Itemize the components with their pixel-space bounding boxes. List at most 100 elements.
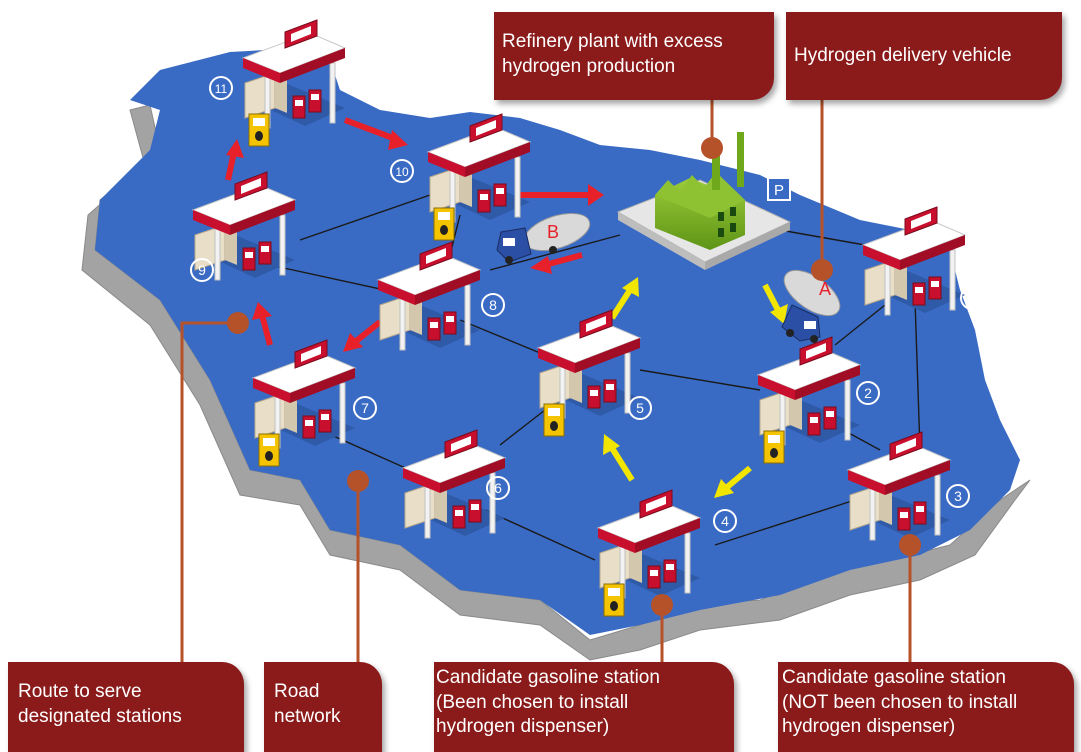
- fuel-pump: [443, 311, 457, 335]
- canopy-front: [243, 58, 280, 83]
- route-a-segment: [762, 283, 781, 312]
- badge-ring: [856, 381, 880, 405]
- map-side: [81, 104, 1031, 661]
- factory-roof: [655, 172, 745, 218]
- canopy-front: [253, 378, 290, 403]
- fuel-drop-icon: [440, 225, 448, 235]
- canopy-front: [848, 470, 885, 495]
- callout-connectors: [180, 100, 912, 662]
- canopy-side: [885, 460, 950, 495]
- fuel-drop-icon: [255, 131, 263, 141]
- station-number: 8: [489, 297, 497, 313]
- pump-screen: [430, 322, 438, 328]
- station-1: [861, 206, 967, 316]
- fuel-pump: [427, 317, 441, 341]
- canopy-side: [230, 200, 295, 235]
- station-sign-panel: [426, 248, 446, 264]
- callout-line: Candidate gasoline station: [782, 667, 1006, 688]
- canopy-side: [440, 458, 505, 493]
- callout-line: Hydrogen delivery vehicle: [794, 45, 1012, 66]
- station-shop-side: [570, 363, 582, 403]
- callout-line: (NOT been chosen to install: [782, 691, 1018, 713]
- pump-screen: [311, 94, 319, 100]
- road: [914, 299, 921, 451]
- wheel: [549, 246, 557, 254]
- pump-screen: [446, 316, 454, 322]
- truck-window: [804, 321, 816, 329]
- dispenser-screen: [768, 435, 780, 443]
- canopy-side: [280, 48, 345, 83]
- station-4: [596, 489, 702, 617]
- plant-base-side: [618, 212, 705, 270]
- canopy-pillar: [464, 284, 471, 346]
- canopy-pillar: [844, 379, 851, 441]
- canopy-front: [428, 152, 465, 177]
- route-a-segment: [724, 465, 752, 491]
- factory-window: [718, 212, 724, 221]
- dispenser-screen: [608, 588, 620, 596]
- pump-screen: [810, 417, 818, 423]
- station-number-badge: 6: [486, 476, 510, 500]
- connector-dot: [651, 594, 673, 616]
- pump-screen: [650, 570, 658, 576]
- factory-window: [730, 223, 736, 232]
- route-b-arrowhead: [226, 139, 244, 158]
- canopy-front: [378, 280, 415, 305]
- station-9: [191, 171, 297, 281]
- station-sign-panel: [646, 496, 666, 512]
- fuel-pump: [647, 565, 661, 589]
- route-a-segment: [609, 288, 633, 320]
- station-shop-side: [275, 73, 287, 113]
- route-a: [603, 277, 788, 498]
- station-number: 7: [361, 400, 369, 416]
- fuel-pump: [452, 505, 466, 529]
- pump-screen: [471, 504, 479, 510]
- canopy-side: [415, 270, 480, 305]
- callout-line: Candidate gasoline station: [436, 667, 660, 688]
- callout-not-chosen-station: Candidate gasoline station (NOT been cho…: [778, 662, 1074, 752]
- station-shop-side: [880, 485, 892, 525]
- chimney: [712, 140, 720, 190]
- connector-dot: [347, 470, 369, 492]
- badge-ring: [946, 484, 970, 508]
- wheel: [810, 335, 818, 343]
- pump-screen: [261, 246, 269, 252]
- fuel-pump: [807, 412, 821, 436]
- badge-ring: [486, 476, 510, 500]
- route-b-arrowhead: [343, 333, 363, 352]
- wheel: [786, 329, 794, 337]
- station-number-badge: 7: [353, 396, 377, 420]
- canopy-side: [290, 368, 355, 403]
- station-number: 4: [721, 513, 729, 529]
- badge-ring: [713, 509, 737, 533]
- station-3: [846, 431, 952, 541]
- badge-ring: [190, 258, 214, 282]
- station-number-badge: 1: [960, 286, 984, 310]
- callout-chosen-station: Candidate gasoline station (Been chosen …: [434, 662, 734, 752]
- canopy-side: [900, 235, 965, 270]
- station-sign-panel: [451, 436, 471, 452]
- station-sign-panel: [241, 178, 261, 194]
- route-b-arrowhead: [530, 256, 552, 274]
- fuel-pump: [468, 499, 482, 523]
- dispenser-screen: [263, 438, 275, 446]
- station-5: [536, 309, 642, 437]
- factory-window: [718, 228, 724, 237]
- pump-screen: [590, 390, 598, 396]
- station-2: [756, 336, 862, 464]
- canopy-side: [465, 142, 530, 177]
- connector-dot: [227, 312, 249, 334]
- plant-label-box: [767, 177, 791, 201]
- pump-screen: [245, 252, 253, 258]
- fuel-pump: [308, 89, 322, 113]
- route-a-arrowhead: [622, 277, 639, 297]
- canopy-pillar: [489, 472, 496, 534]
- fuel-pump: [912, 282, 926, 306]
- callout-line: hydrogen dispenser): [436, 716, 610, 738]
- station-number-badge: 8: [481, 293, 505, 317]
- station-number-badge: 10: [390, 159, 414, 183]
- route-a-arrowhead: [714, 479, 734, 498]
- canopy-side: [635, 518, 700, 553]
